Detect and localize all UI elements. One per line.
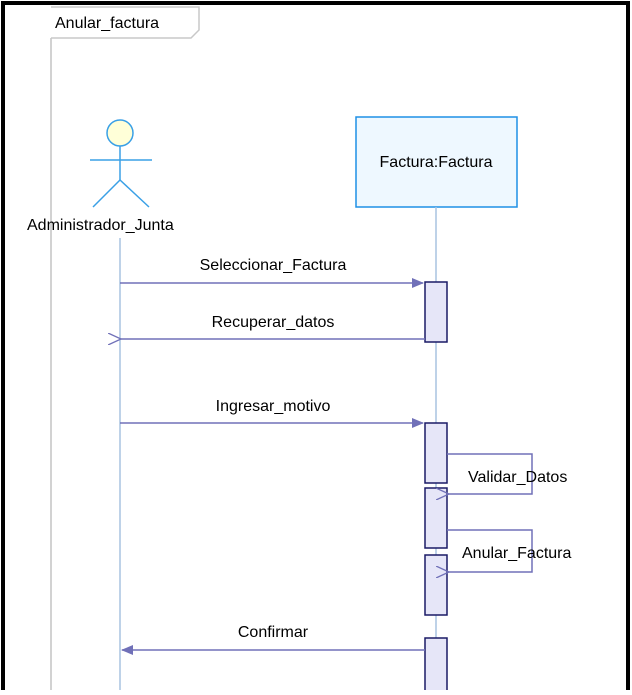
message-label: Anular_Factura — [462, 545, 571, 562]
message-confirmar: Confirmar — [121, 624, 425, 655]
activation-bar — [424, 487, 448, 549]
object-factura: Factura:Factura — [355, 116, 518, 208]
message-seleccionar-factura: Seleccionar_Factura — [120, 257, 424, 288]
activation-bar — [424, 554, 448, 616]
message-label: Recuperar_datos — [212, 314, 335, 331]
object-box — [355, 116, 518, 208]
actor-right-leg — [119, 179, 150, 208]
frame-name-tab — [51, 6, 200, 39]
message-self-loop — [447, 453, 533, 494]
message-label: Validar_Datos — [468, 469, 567, 486]
frame-title: Anular_factura — [55, 15, 159, 32]
message-validar-datos: Validar_Datos — [447, 453, 567, 494]
actor-left-leg — [92, 179, 121, 208]
message-label: Confirmar — [238, 624, 309, 641]
actor-head — [106, 119, 134, 147]
activation-bar — [424, 637, 448, 695]
activation-bar — [424, 281, 448, 343]
message-recuperar-datos: Recuperar_datos — [121, 314, 425, 339]
message-self-loop — [447, 529, 533, 572]
interaction-frame: Anular_factura — [50, 6, 200, 690]
activation-bar — [424, 422, 448, 484]
object-label: Factura:Factura — [380, 154, 493, 171]
actor-administrador-junta: Administrador_Junta — [27, 119, 174, 234]
message-ingresar-motivo: Ingresar_motivo — [120, 398, 424, 428]
actor-label: Administrador_Junta — [27, 217, 174, 234]
message-label: Ingresar_motivo — [216, 398, 331, 415]
message-label: Seleccionar_Factura — [200, 257, 347, 274]
message-anular-factura: Anular_Factura — [447, 529, 571, 572]
